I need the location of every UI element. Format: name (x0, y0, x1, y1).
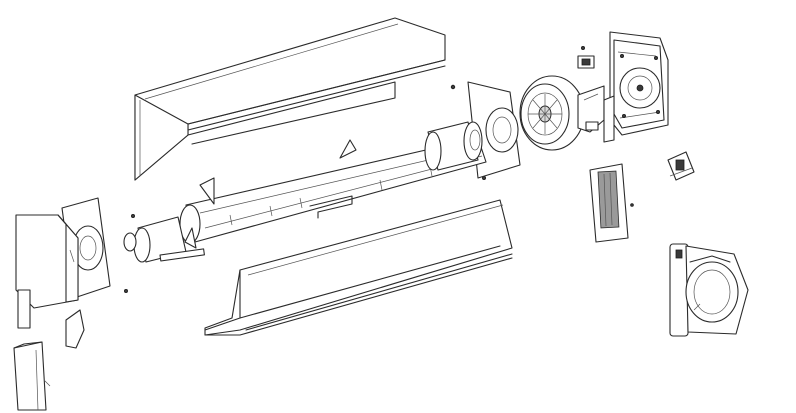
left-tube-end-cap (123, 216, 205, 263)
right-end-cap-housing (603, 31, 669, 143)
guide-rail-right (589, 163, 634, 243)
top-cover-profile (134, 17, 446, 181)
bracket-clip (577, 55, 605, 133)
left-end-cap-housing (15, 214, 85, 349)
wall-clip (667, 151, 695, 181)
guide-rail-left (13, 341, 51, 411)
belt-winder (669, 243, 749, 337)
right-tube-end-cap (424, 121, 483, 171)
belt-pulley (519, 75, 585, 151)
bottom-cover-profile (204, 199, 513, 336)
